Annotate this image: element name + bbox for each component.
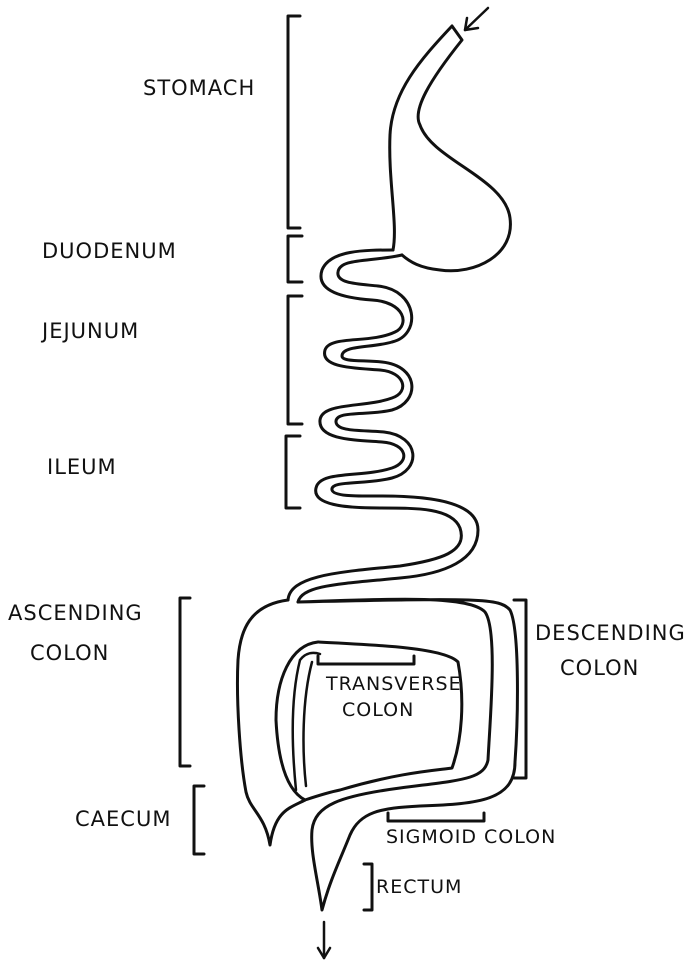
bracket-transverse-colon: [316, 654, 416, 666]
bracket-sigmoid-colon: [386, 811, 486, 823]
label-duodenum: DUODENUM: [42, 239, 177, 263]
stomach-outline: [388, 24, 512, 273]
label-ascending-colon-line2: COLON: [30, 641, 109, 665]
label-transverse-colon-line2: COLON: [342, 699, 414, 721]
transverse-colon-fold: [291, 651, 322, 792]
bracket-ascending-colon: [178, 596, 192, 768]
label-descending-colon-line1: DESCENDING: [535, 621, 685, 645]
label-jejunum: JEJUNUM: [40, 319, 139, 343]
label-stomach: STOMACH: [143, 76, 255, 100]
small-intestine-outer-wall: [286, 248, 463, 602]
colon-outer-wall: [235, 597, 519, 912]
bracket-stomach: [286, 14, 302, 230]
bracket-descending-colon: [512, 598, 528, 780]
bracket-jejunum: [286, 294, 304, 426]
bracket-ileum: [284, 434, 302, 510]
label-descending-colon-line2: COLON: [560, 656, 639, 680]
label-rectum: RECTUM: [376, 876, 462, 898]
bracket-rectum: [362, 862, 374, 912]
label-sigmoid-colon: SIGMOID COLON: [386, 826, 556, 848]
colon-inner-wall: [274, 640, 464, 802]
bracket-caecum: [192, 784, 206, 856]
small-intestine-inner-wall: [296, 253, 480, 604]
label-ileum: ILEUM: [47, 455, 117, 479]
label-caecum: CAECUM: [75, 807, 171, 831]
exit-arrow-icon: [316, 920, 332, 960]
label-transverse-colon-line1: TRANSVERSE: [325, 673, 462, 695]
label-ascending-colon-line1: ASCENDING: [8, 601, 143, 625]
bracket-duodenum: [286, 234, 304, 284]
entry-arrow-icon: [463, 6, 490, 32]
